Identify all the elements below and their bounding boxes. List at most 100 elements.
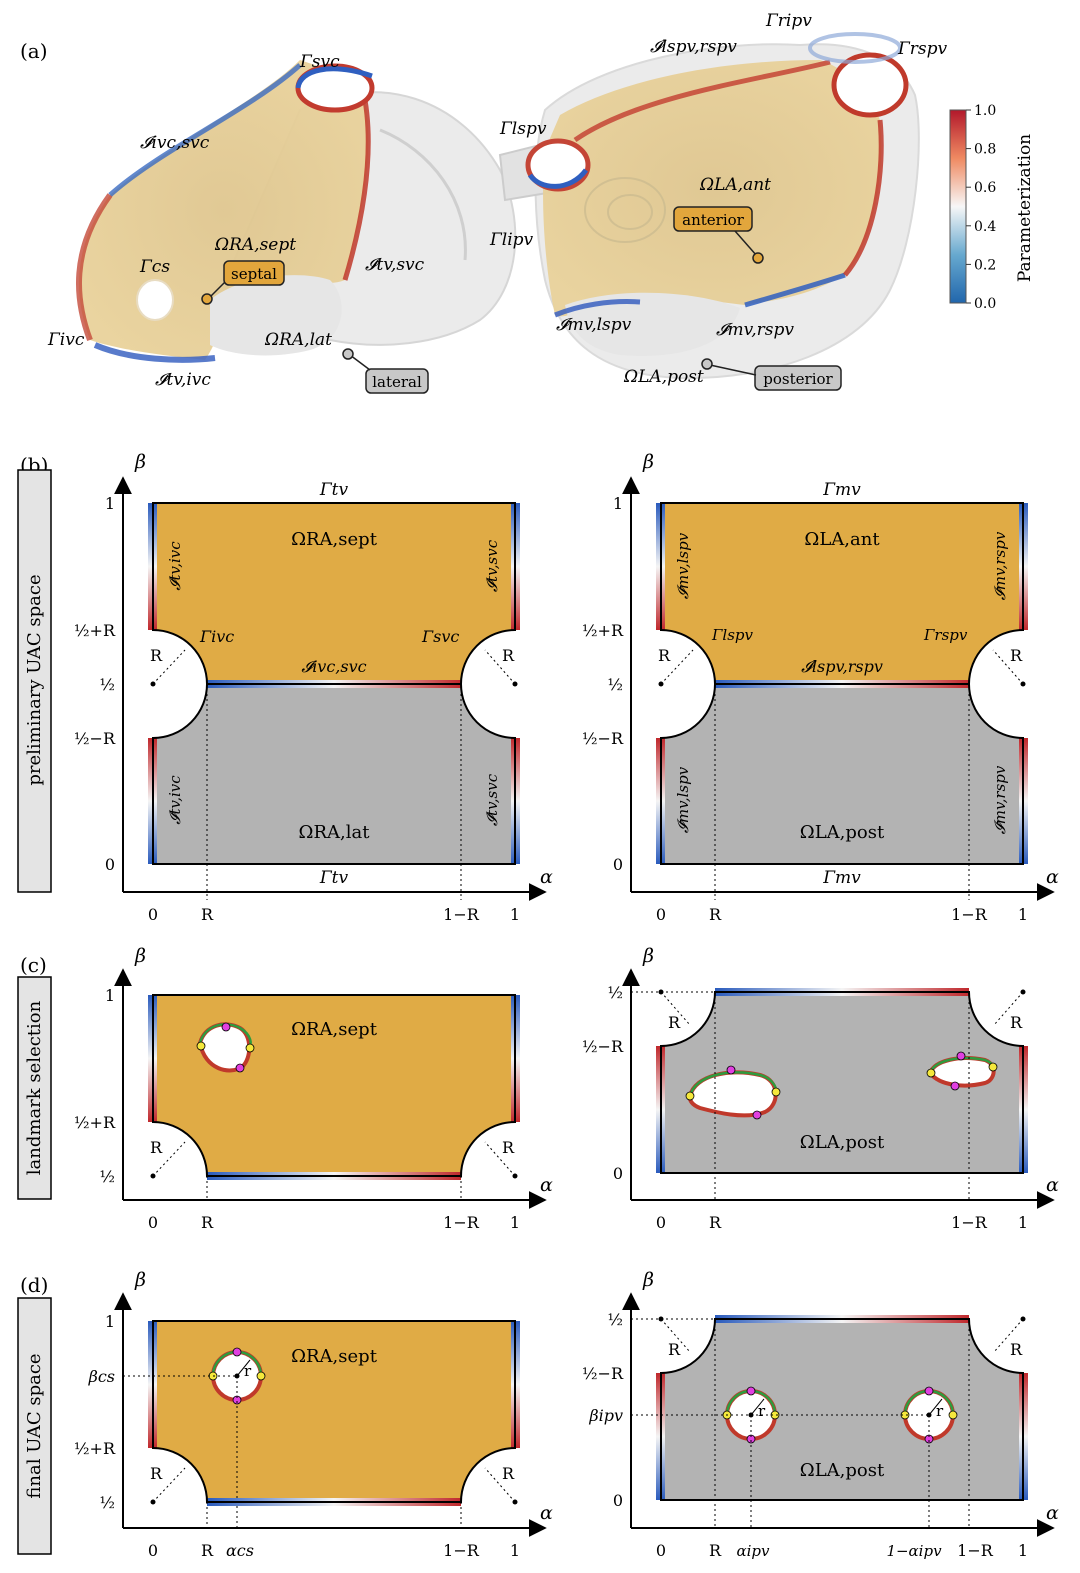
c-la-landmark-yellow: [988, 1062, 998, 1072]
b-ra-sept-region: [153, 503, 515, 684]
b-la-ytick: ½: [607, 675, 623, 694]
b-la-xtick: 1: [1018, 905, 1028, 924]
c-ra-beta-label: β: [134, 945, 146, 967]
d-la-guide-radius-l: [660, 1318, 691, 1353]
c-la-xtick: 1: [1018, 1213, 1028, 1232]
b-ra-top-label: Γtv: [319, 480, 349, 500]
b-ra-x-ticks: 0 R 1−R 1: [148, 905, 520, 924]
c-ra-landmark-magenta: [235, 1063, 245, 1073]
la-edge-mv-lspv: [554, 299, 641, 318]
d-ra-small-r: r: [244, 1362, 252, 1380]
b-ra-r-right: R: [502, 646, 515, 665]
c-ra-center-l: [150, 1173, 156, 1179]
side-tab-b: [17, 469, 52, 893]
c-la-alpha-label: α: [1046, 1174, 1059, 1196]
c-ra-xtick: 1: [510, 1213, 520, 1232]
d-ra-xtick: αcs: [226, 1541, 254, 1560]
uac-schematics: (b) (c) (d) preliminary UAC space landma…: [17, 451, 1059, 1560]
d-la-small-r-right: r: [936, 1402, 944, 1420]
colorbar-title: Parameterization: [1015, 134, 1035, 282]
c-la-ytick: ½: [607, 983, 623, 1002]
c-la-r-right: R: [1010, 1013, 1023, 1032]
la-ripv-ring: [808, 32, 902, 64]
posterior-tag-box: [754, 365, 842, 391]
b-ra-tl-label: 𝓘tv,ivc: [166, 541, 184, 591]
colorbar-ticks: 1.00.80.60.40.20.0: [966, 103, 996, 312]
panel-d-label: (d): [20, 1273, 48, 1297]
c-ra-alpha-label: α: [540, 1174, 553, 1196]
c-la-xtick: 0: [656, 1213, 666, 1232]
ra-label-svc: Γsvc: [299, 52, 340, 72]
panel-b-la: β α Γmv Γmv ΩLA,ant ΩLA,post 𝓘lspv,rspv …: [582, 451, 1059, 924]
septal-pin: [201, 293, 213, 305]
panel-a-label: (a): [20, 39, 48, 63]
posterior-leader: [709, 364, 757, 376]
d-la-xtick: R: [709, 1541, 722, 1560]
b-ra-y-ticks: 1 ½+R ½ ½−R 0: [74, 494, 116, 874]
b-ra-ytick: ½−R: [74, 729, 116, 748]
lateral-tag-box: [365, 368, 429, 394]
la-edge-mv-rspv: [744, 272, 846, 308]
panel-d-la: r r β α ΩLA,post R R: [582, 1269, 1059, 1560]
b-ra-mid-label: 𝓘ivc,svc: [301, 657, 366, 676]
d-ra-ytick: 1: [105, 1312, 115, 1331]
b-la-x-ticks: 0 R 1−R 1: [656, 905, 1028, 924]
c-ra-ytick: ½: [99, 1167, 115, 1186]
b-la-alpha-label: α: [1046, 866, 1059, 888]
b-la-gl-label: Γlspv: [711, 626, 754, 644]
b-ra-lat-region: [153, 684, 515, 864]
la-swirl: [584, 177, 666, 243]
d-la-landmark-yellow: [948, 1410, 958, 1420]
d-la-small-r-line-l: [750, 1398, 765, 1416]
la-label-post: ΩLA,post: [623, 367, 704, 387]
d-la-alpha-label: α: [1046, 1502, 1059, 1524]
colorbar-tick-label: 0.8: [974, 142, 996, 158]
c-ra-x-ticks: 0 R 1−R 1: [148, 1213, 520, 1232]
posterior-pin: [701, 358, 713, 370]
panel-d-ra: r β α ΩRA,sept R R 1 βcs ½+R: [74, 1269, 553, 1560]
c-ra-r-right: R: [502, 1138, 515, 1157]
d-ra-alpha-label: α: [540, 1502, 553, 1524]
d-la-center-l: [658, 1316, 664, 1322]
b-la-post-label: ΩLA,post: [800, 822, 885, 843]
b-ra-xtick: R: [201, 905, 214, 924]
septal-tag-box: [223, 260, 285, 286]
ra-label-cs: Γcs: [139, 257, 170, 277]
ra-edge-tv-ivc: [93, 342, 216, 363]
anterior-pin: [752, 252, 764, 264]
d-ra-y-ticks: 1 βcs ½+R ½: [74, 1312, 116, 1512]
d-ra-center-r: [512, 1499, 518, 1505]
d-ra-xtick: 1: [510, 1541, 520, 1560]
b-ra-outline: [152, 502, 516, 865]
ra-svc-ring-blue: [295, 66, 373, 89]
d-la-ytick: 0: [613, 1491, 623, 1510]
b-la-xtick: 0: [656, 905, 666, 924]
la-edge-lspv-rspv: [573, 59, 831, 143]
d-la-landmark-magenta: [924, 1386, 934, 1396]
anterior-tag: anterior: [682, 211, 745, 229]
d-la-y-ticks: ½ ½−R βipv 0: [582, 1310, 624, 1510]
b-ra-gl-label: Γivc: [199, 627, 234, 646]
d-ra-r-right: R: [502, 1464, 515, 1483]
colorbar-tick-label: 0.6: [974, 180, 996, 196]
c-la-r-left: R: [668, 1013, 681, 1032]
b-la-ytick: 1: [613, 494, 623, 513]
c-ra-landmark-yellow: [196, 1041, 206, 1051]
b-ra-br-label: 𝓘tv,svc: [483, 773, 501, 826]
c-ra-xtick: R: [201, 1213, 214, 1232]
b-ra-xtick: 0: [148, 905, 158, 924]
d-la-r-left: R: [668, 1340, 681, 1359]
c-la-landmark-magenta: [726, 1065, 736, 1075]
b-la-r-left: R: [658, 646, 671, 665]
colorbar-tick-label: 0.2: [974, 257, 996, 273]
ra-label-tv-ivc: 𝓘tv,ivc: [155, 370, 211, 390]
b-la-center-r: [1020, 681, 1026, 687]
side-title-c: landmark selection: [24, 1000, 45, 1175]
b-ra-xtick: 1: [510, 905, 520, 924]
b-la-ytick: 0: [613, 855, 623, 874]
ra-lateral-gray: [210, 275, 342, 356]
d-ra-xtick: 1−R: [443, 1541, 480, 1560]
b-la-ant-label: ΩLA,ant: [804, 529, 880, 550]
d-la-ytick: ½−R: [582, 1364, 624, 1383]
d-la-ytick: ½: [607, 1310, 623, 1329]
